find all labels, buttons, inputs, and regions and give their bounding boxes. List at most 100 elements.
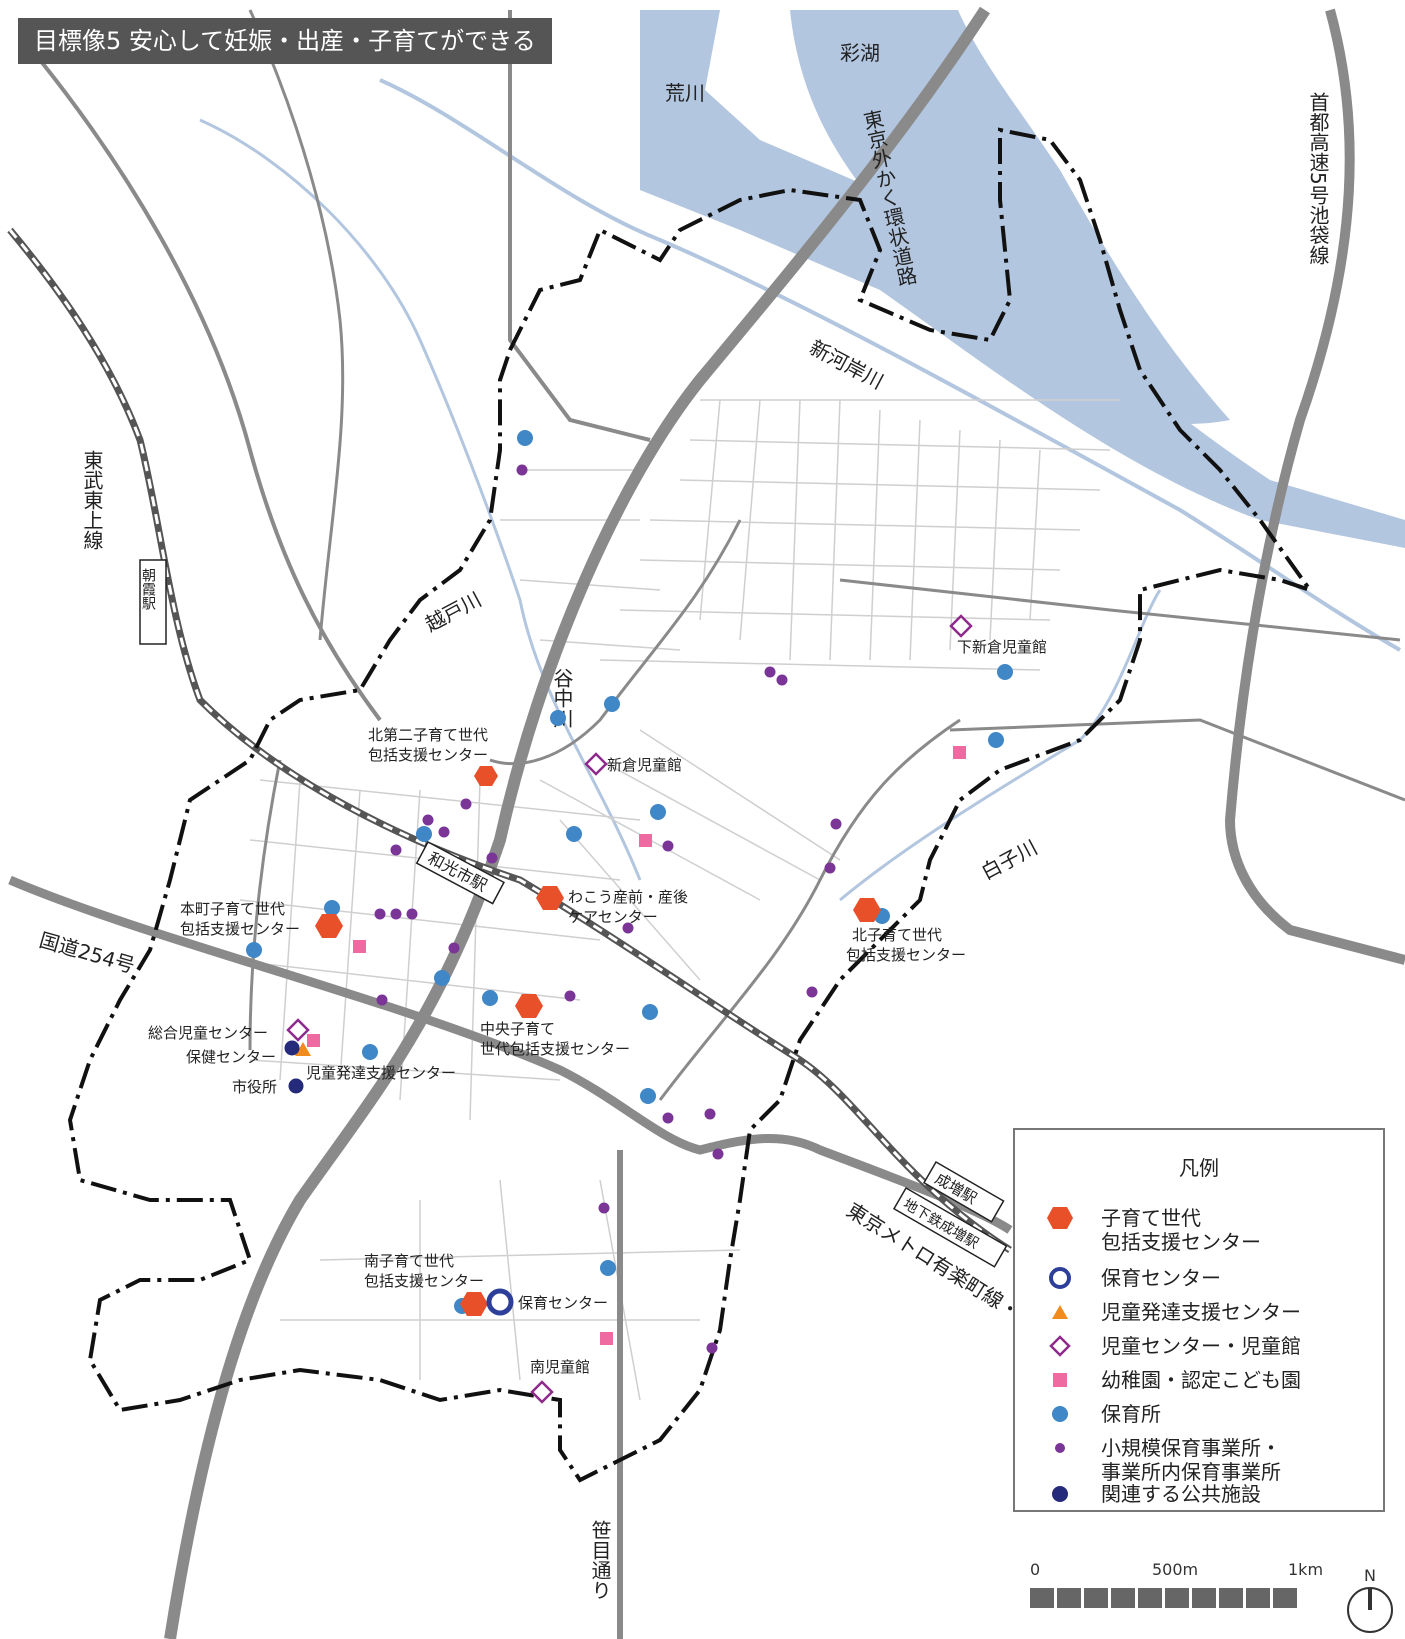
scale-bar: 0 500m 1km: [1030, 1560, 1330, 1608]
label-sogo: 総合児童センター: [148, 1024, 268, 1042]
label-shirako: 白子川: [977, 835, 1041, 884]
hoikusho-marker: [650, 804, 666, 820]
small-hoiku-marker: [390, 844, 402, 856]
label-shuto: 首都高速5号池袋線: [1306, 92, 1330, 265]
north-label: N: [1364, 1566, 1376, 1585]
small-hoiku-marker: [374, 908, 386, 920]
support-marker: [474, 766, 498, 786]
legend-label: 保育センター: [1101, 1266, 1221, 1290]
legend-item-jido: 児童センター・児童館: [1045, 1334, 1301, 1358]
label-wakou-1: わこう産前・産後: [568, 888, 688, 906]
legend-label: 児童発達支援センター: [1101, 1300, 1301, 1324]
gaikan-expressway: [164, 6, 991, 1639]
small-hoiku-marker: [706, 1342, 718, 1354]
jido-marker: [584, 752, 608, 776]
label-niikura: 新倉児童館: [607, 756, 682, 774]
small-hoiku-marker: [516, 464, 528, 476]
hoikusho-marker: [246, 942, 262, 958]
small-hoiku-marker: [390, 908, 402, 920]
youchien-marker: [953, 746, 966, 759]
hoiku-center-marker: [486, 1288, 514, 1316]
small-hoiku-marker: [486, 852, 498, 864]
legend-square-icon: [1053, 1373, 1067, 1387]
public-markers: [284, 1040, 304, 1094]
youchien-marker: [307, 1034, 320, 1047]
jido-marker: [286, 1018, 310, 1042]
hoikusho-markers: [246, 430, 1013, 1314]
small-hoiku-marker: [764, 666, 776, 678]
youchien-marker: [353, 940, 366, 953]
jido-marker: [530, 1380, 554, 1404]
svg-text:朝霞駅: 朝霞駅: [140, 568, 156, 610]
small-hoiku-marker: [704, 1108, 716, 1120]
legend-navy-dot-icon: [1052, 1486, 1068, 1502]
label-minami-2: 包括支援センター: [364, 1272, 484, 1290]
legend-label: 関連する公共施設: [1101, 1482, 1261, 1506]
railways: [7, 227, 1012, 1253]
label-honcho-1: 本町子育て世代: [180, 900, 285, 918]
label-hoken: 保健センター: [186, 1048, 276, 1066]
legend-item-hoiku-center: 保育センター: [1045, 1266, 1221, 1290]
shinkashi-river: [379, 78, 1401, 652]
label-hoiku-c: 保育センター: [518, 1294, 608, 1312]
small-hoiku-marker: [622, 922, 634, 934]
label-shimoniikura: 下新倉児童館: [957, 638, 1047, 656]
legend-diamond-icon: [1049, 1335, 1071, 1357]
small-hoiku-marker: [712, 1148, 724, 1160]
jido-marker: [949, 614, 973, 638]
jido-markers: [286, 614, 973, 1404]
label-lake: 彩湖: [840, 41, 880, 65]
small-hoiku-marker: [662, 1112, 674, 1124]
label-hattatsu: 児童発達支援センター: [306, 1064, 456, 1082]
support-marker: [315, 914, 343, 938]
legend-item-youchien: 幼稚園・認定こども園: [1045, 1368, 1301, 1392]
scale-mid: 500m: [1152, 1560, 1199, 1579]
legend-item-small: 小規模保育事業所・ 事業所内保育事業所: [1045, 1436, 1281, 1484]
label-minami-jido: 南児童館: [530, 1358, 590, 1376]
station-tags: 朝霞駅 和光市駅 成増駅 地下鉄成増駅: [139, 559, 1008, 1268]
label-kita2-2: 包括支援センター: [368, 746, 488, 764]
small-hoiku-markers: [374, 464, 842, 1354]
scale-end: 1km: [1288, 1560, 1324, 1579]
label-kokudo: 国道254号: [37, 928, 138, 978]
label-minami-1: 南子育て世代: [364, 1252, 454, 1270]
public-marker: [284, 1040, 300, 1056]
north-arrow: N: [1342, 1566, 1398, 1636]
station-asaka: 朝霞駅: [139, 559, 167, 645]
support-markers: [315, 766, 881, 1316]
small-hoiku-marker: [406, 908, 418, 920]
small-hoiku-marker: [776, 674, 788, 686]
support-marker: [853, 898, 881, 922]
youchien-marker: [639, 834, 652, 847]
hoikusho-marker: [362, 1044, 378, 1060]
label-chuo-2: 世代包括支援センター: [480, 1040, 630, 1058]
water-bodies: [199, 10, 1405, 902]
compass-icon: [1347, 1587, 1393, 1633]
support-marker: [460, 1292, 488, 1316]
label-sasame: 笹目通り: [588, 1520, 612, 1600]
small-hoiku-marker: [438, 826, 450, 838]
map-title: 目標像5 安心して妊娠・出産・子育てができる: [18, 18, 552, 64]
legend-dot-icon: [1052, 1406, 1068, 1422]
hoikusho-marker: [566, 826, 582, 842]
hoikusho-marker: [600, 1260, 616, 1276]
label-wakou-2: ケアセンター: [568, 908, 658, 926]
legend-small-dot-icon: [1055, 1443, 1065, 1453]
legend-label: 子育て世代 包括支援センター: [1101, 1206, 1261, 1254]
hoikusho-marker: [997, 664, 1013, 680]
hoikusho-marker: [416, 826, 432, 842]
legend-label: 小規模保育事業所・ 事業所内保育事業所: [1101, 1436, 1281, 1484]
legend-label: 幼稚園・認定こども園: [1101, 1368, 1301, 1392]
scale-zero: 0: [1030, 1560, 1041, 1579]
small-hoiku-marker: [830, 818, 842, 830]
small-hoiku-marker: [806, 986, 818, 998]
route-254: [8, 875, 1013, 1234]
support-marker: [536, 886, 564, 910]
legend-hexagon-icon: [1047, 1207, 1073, 1229]
small-hoiku-marker: [422, 814, 434, 826]
hoikusho-marker: [642, 1004, 658, 1020]
label-shiyakusho: 市役所: [232, 1078, 277, 1096]
legend-item-hoikusho: 保育所: [1045, 1402, 1161, 1426]
label-koshido: 越戸川: [421, 587, 485, 636]
